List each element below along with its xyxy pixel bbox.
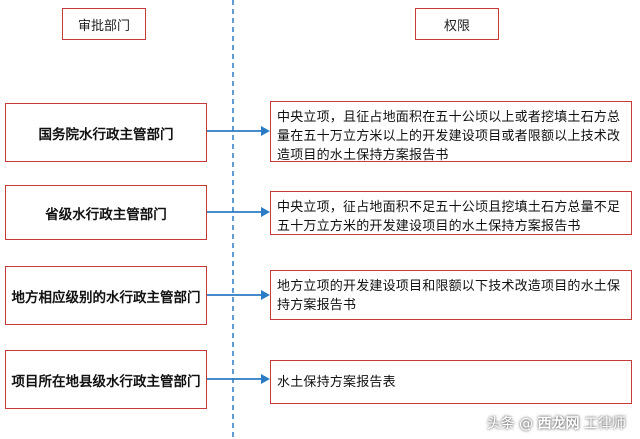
- watermark-tail: 工律师: [584, 416, 626, 432]
- arrow-row-4: [207, 374, 270, 384]
- authority-box-2: 中央立项，征占地面积不足五十公顷且挖填土石方总量不足五十万立方米的开发建设项目的…: [270, 191, 632, 235]
- arrow-row-3: [207, 290, 270, 300]
- header-authority: 权限: [415, 8, 499, 40]
- dept-box-county: 项目所在地县级水行政主管部门: [5, 350, 207, 409]
- watermark-logo: 西龙网: [537, 416, 580, 432]
- authority-box-4: 水土保持方案报告表: [270, 360, 632, 404]
- authority-box-1: 中央立项，且征占地面积在五十公顷以上或者挖填土石方总量在五十万立方米以上的开发建…: [270, 101, 632, 163]
- watermark: 头条 @ 西龙网 工律师: [487, 413, 626, 433]
- dept-box-provincial: 省级水行政主管部门: [5, 185, 207, 240]
- arrow-row-1: [207, 126, 270, 136]
- header-approval-dept: 审批部门: [62, 8, 146, 40]
- dept-box-local: 地方相应级别的水行政主管部门: [5, 266, 207, 325]
- dept-box-state-council: 国务院水行政主管部门: [5, 103, 207, 162]
- watermark-suffix: @: [519, 416, 534, 432]
- authority-box-3: 地方立项的开发建设项目和限额以下技术改造项目的水土保持方案报告书: [270, 270, 632, 320]
- arrow-row-2: [207, 207, 270, 217]
- watermark-prefix: 头条: [486, 416, 515, 432]
